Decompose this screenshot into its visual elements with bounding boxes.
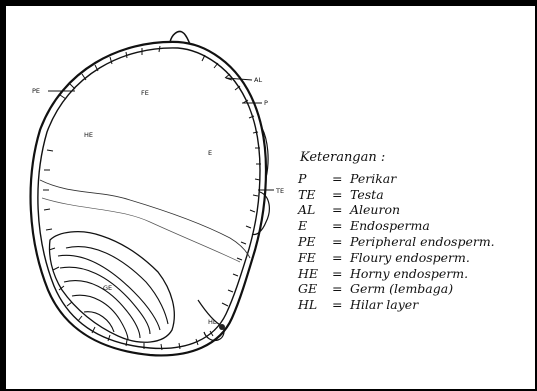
legend-abbr: E — [298, 218, 332, 234]
legend-row-GE: GE = Germ (lembaga) — [298, 281, 495, 297]
label-FE: FE — [141, 89, 149, 97]
legend-equals: = — [332, 250, 350, 266]
endosperm-boundary — [40, 180, 250, 258]
legend-desc: Aleuron — [350, 202, 400, 218]
legend-abbr: GE — [298, 281, 332, 297]
legend-desc: Horny endosperm. — [350, 266, 468, 282]
seed-inner-coat — [38, 48, 260, 349]
legend-row-HE: HE = Horny endosperm. — [298, 266, 495, 282]
legend-desc: Hilar layer — [350, 297, 418, 313]
legend-equals: = — [332, 171, 350, 187]
legend-abbr: HE — [298, 266, 332, 282]
endosperm-boundary-2 — [42, 198, 240, 262]
legend: Keterangan : P = Perikar TE = Testa AL =… — [298, 150, 495, 313]
label-E: E — [208, 149, 212, 157]
legend-title: Keterangan : — [300, 150, 495, 166]
legend-row-PE: PE = Peripheral endosperm. — [298, 234, 495, 250]
legend-desc: Germ (lembaga) — [350, 281, 453, 297]
hilar-blob — [219, 324, 225, 330]
legend-equals: = — [332, 281, 350, 297]
legend-desc: Peripheral endosperm. — [350, 234, 495, 250]
label-TE: TE — [275, 187, 284, 195]
label-PE: PE — [32, 87, 40, 95]
label-AL: AL — [254, 76, 262, 84]
legend-abbr: HL — [298, 297, 332, 313]
legend-equals: = — [332, 297, 350, 313]
legend-row-FE: FE = Floury endosperm. — [298, 250, 495, 266]
label-HL: HL — [208, 318, 217, 326]
legend-equals: = — [332, 218, 350, 234]
legend-abbr: PE — [298, 234, 332, 250]
aleurone-cells — [43, 46, 261, 350]
legend-abbr: AL — [298, 202, 332, 218]
legend-equals: = — [332, 202, 350, 218]
label-HE: HE — [84, 131, 93, 139]
label-GE: GE — [103, 284, 112, 292]
legend-desc: Testa — [350, 187, 384, 203]
legend-abbr: P — [298, 171, 332, 187]
legend-desc: Endosperma — [350, 218, 430, 234]
legend-equals: = — [332, 234, 350, 250]
legend-row-E: E = Endosperma — [298, 218, 495, 234]
legend-abbr: TE — [298, 187, 332, 203]
legend-row-AL: AL = Aleuron — [298, 202, 495, 218]
legend-row-TE: TE = Testa — [298, 187, 495, 203]
legend-desc: Floury endosperm. — [350, 250, 470, 266]
legend-row-P: P = Perikar — [298, 171, 495, 187]
legend-row-HL: HL = Hilar layer — [298, 297, 495, 313]
legend-equals: = — [332, 266, 350, 282]
legend-desc: Perikar — [350, 171, 396, 187]
label-P: P — [264, 99, 268, 107]
legend-equals: = — [332, 187, 350, 203]
legend-abbr: FE — [298, 250, 332, 266]
